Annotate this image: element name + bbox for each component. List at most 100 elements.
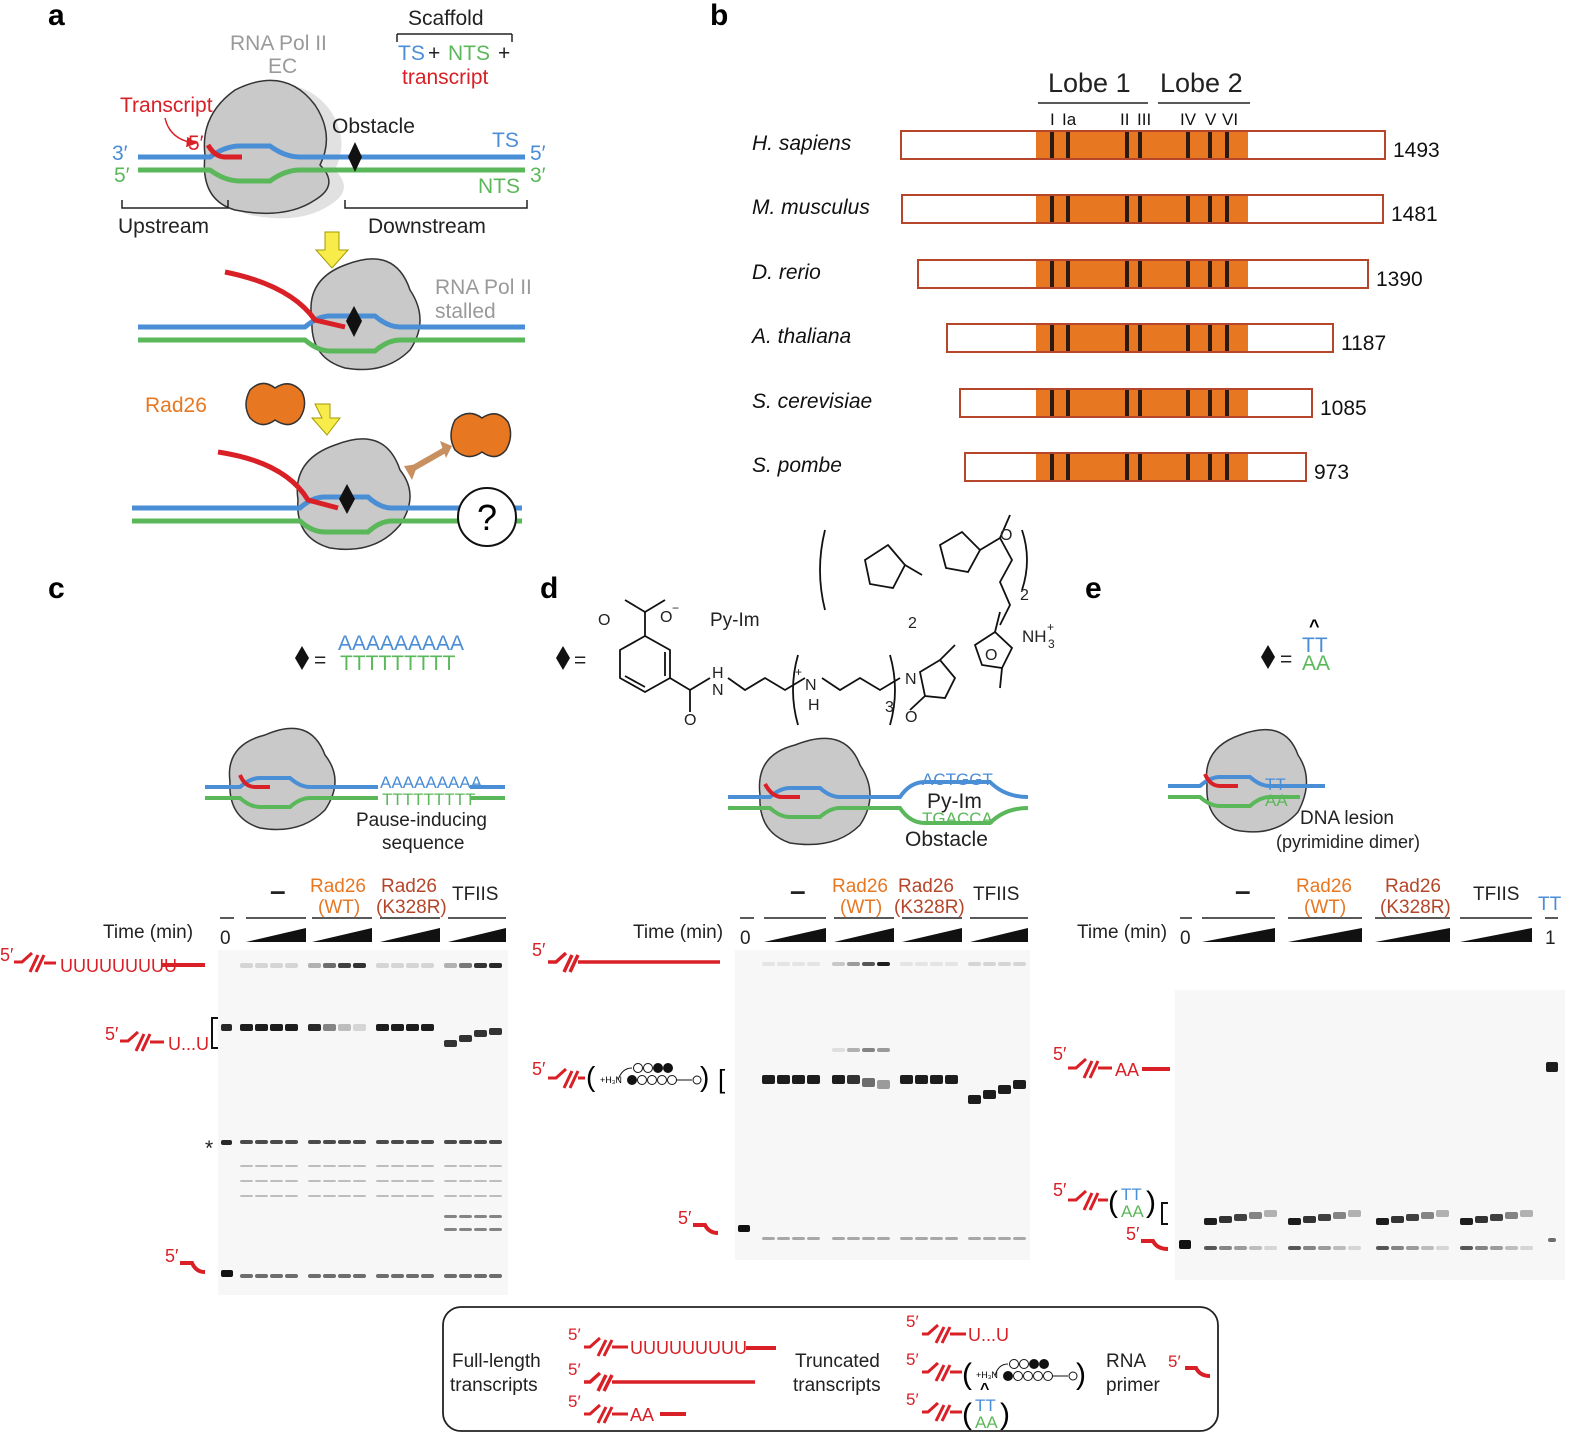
gel-band-primer	[1264, 1246, 1277, 1250]
e-equals: =	[1280, 648, 1292, 671]
gel-band-pause	[376, 1024, 389, 1031]
gel-band-primer	[444, 1274, 457, 1278]
chem-h-2: H	[808, 697, 820, 714]
e-lesion-aa: AA	[1265, 791, 1288, 810]
gel-band-faint	[762, 1237, 775, 1240]
c-lane-rad26-wt: Rad26	[310, 876, 366, 897]
d-trunc-close-paren: )	[700, 1061, 709, 1092]
gel-band-faint	[240, 1195, 253, 1197]
gel-band-full	[792, 962, 805, 966]
gel-band-full	[406, 963, 419, 968]
gel-band-faint	[983, 1237, 996, 1240]
gel-band-primer	[1303, 1246, 1316, 1250]
gel-band-primer	[1421, 1246, 1434, 1250]
gel-band-faint	[474, 1195, 487, 1197]
c-full-5prime: 5′	[0, 945, 14, 965]
c-lane-wt: (WT)	[318, 897, 360, 918]
gel-band-pause	[391, 1024, 404, 1031]
ts-3prime: 3′	[112, 142, 128, 165]
gel-band-primer	[376, 1274, 389, 1278]
gel-band-faint	[376, 1180, 389, 1182]
gel-band-primer	[1406, 1246, 1419, 1250]
gel-band-primer	[1318, 1246, 1331, 1250]
gel-band-faint	[459, 1180, 472, 1182]
gel-band	[489, 1228, 502, 1231]
gel-band-faint	[459, 1165, 472, 1167]
gel-band-full	[862, 962, 875, 966]
gel-band-faint	[308, 1165, 321, 1167]
gel-band-stall	[1520, 1210, 1533, 1217]
legend-close-paren-1: )	[1076, 1358, 1086, 1391]
c-full-seq: UUUUUUUUU	[60, 956, 177, 976]
d-lane-rad26-wt: Rad26	[832, 876, 888, 897]
gel-band	[444, 1140, 457, 1144]
scaffold-plus-2: +	[498, 42, 510, 65]
gel-band-faint	[285, 1195, 298, 1197]
gel-band	[832, 1048, 845, 1052]
upstream-label: Upstream	[118, 215, 209, 238]
gel-band-primer	[285, 1274, 298, 1278]
gel-band-faint	[270, 1165, 283, 1167]
gel-band-pause	[255, 1024, 268, 1031]
gel-band	[862, 1048, 875, 1052]
gel-band-primer	[1179, 1240, 1191, 1249]
gel-band-full	[353, 963, 366, 968]
chem-o-2: O	[684, 712, 696, 729]
legend-box: Full-length transcripts 5′ UUUUUUUUU 5′ …	[442, 1306, 1219, 1432]
motif-mark	[1208, 325, 1212, 351]
e-lane-rad26-k328r: Rad26	[1385, 876, 1441, 897]
gel-band-primer	[1475, 1246, 1488, 1250]
gel-band-stall	[1475, 1216, 1488, 1223]
e-diamond-icon	[1261, 645, 1275, 669]
gel-band-stall	[832, 1075, 845, 1084]
motif-mark	[1186, 132, 1190, 158]
motif-VI: VI	[1222, 110, 1238, 129]
motif-mark	[1208, 454, 1212, 480]
gel-band-faint	[945, 1237, 958, 1240]
c-primer-5prime: 5′	[165, 1246, 179, 1266]
gel-band-stall	[807, 1075, 820, 1084]
c-diamond-icon	[295, 646, 309, 670]
gel-band-pause	[444, 1040, 457, 1047]
gel-band-faint	[285, 1165, 298, 1167]
gel-band-faint	[240, 1165, 253, 1167]
gel-band-faint	[353, 1165, 366, 1167]
gel-band-full	[777, 962, 790, 966]
gel-band-full	[762, 962, 775, 966]
gel-band-faint	[376, 1165, 389, 1167]
species-name: S. pombe	[752, 454, 842, 477]
chem-minus: −	[672, 601, 679, 615]
species-name: M. musculus	[752, 196, 870, 219]
gel-band-primer	[421, 1274, 434, 1278]
gel-band-stall	[1436, 1210, 1449, 1217]
gel-band-full	[945, 962, 958, 966]
gel-band-primer	[1376, 1246, 1389, 1250]
motif-mark	[1138, 325, 1142, 351]
gel-band-stall	[777, 1075, 790, 1084]
gel-band-primer	[738, 1225, 750, 1232]
species-name: D. rerio	[752, 261, 821, 284]
gel-band-faint	[421, 1195, 434, 1197]
legend-trunc-1: Truncated	[795, 1351, 880, 1372]
gel-band	[474, 1140, 487, 1144]
gel-band-primer	[270, 1274, 283, 1278]
panel-label-b: b	[710, 0, 728, 32]
gel-band-faint	[444, 1165, 457, 1167]
gel-band	[421, 1140, 434, 1144]
c-trunc-seq: U...U	[168, 1034, 209, 1054]
obstacle-diamond-3-icon	[339, 484, 355, 514]
gel-band-stall	[1288, 1218, 1301, 1225]
motif-mark	[1125, 132, 1129, 158]
gel-band-full	[391, 963, 404, 968]
gel-band-faint	[489, 1180, 502, 1182]
gel-band-stall	[1204, 1218, 1217, 1225]
chem-nh-2: N	[905, 671, 917, 688]
gel-band	[240, 1140, 253, 1144]
gel-band-faint	[459, 1195, 472, 1197]
sub-2-lower: 2	[908, 615, 917, 632]
gel-band-faint	[406, 1180, 419, 1182]
protein-length: 1481	[1391, 203, 1438, 226]
chem-o-minus: O	[660, 609, 672, 626]
gel-band	[391, 1140, 404, 1144]
e-lane-tt: TT	[1538, 894, 1562, 915]
